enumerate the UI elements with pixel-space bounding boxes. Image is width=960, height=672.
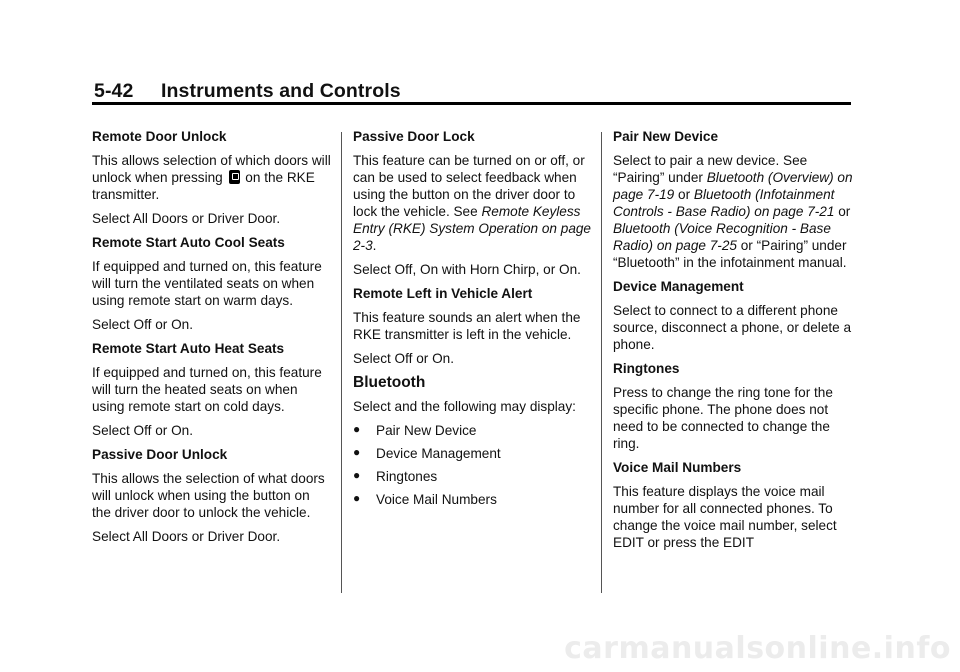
- bullet-icon: ●: [353, 422, 361, 436]
- pair-text-1: Select to pair a new device. See “Pairin…: [613, 153, 808, 185]
- passive-door-lock-text-body: This feature can be turned on or off, or…: [353, 153, 585, 219]
- voice-mail-text: This feature displays the voice mail num…: [613, 484, 837, 550]
- pair-reference-1: Bluetooth (Overview) on page 7-19: [613, 170, 853, 202]
- bullet-icon: ●: [353, 491, 361, 505]
- heading-device-management: Device Management: [613, 279, 744, 294]
- remote-door-unlock-text-part1: This allows selection of which doors wil…: [92, 153, 331, 185]
- list-item: ● Voice Mail Numbers: [353, 491, 593, 508]
- bluetooth-text: Select and the following may display:: [353, 399, 576, 414]
- list-item-label: Device Management: [376, 446, 501, 461]
- heading-voice-mail: Voice Mail Numbers: [613, 460, 742, 475]
- auto-heat-seats-text: If equipped and turned on, this feature …: [92, 365, 322, 414]
- passive-door-unlock-select: Select All Doors or Driver Door.: [92, 529, 281, 544]
- list-item: ● Pair New Device: [353, 422, 593, 439]
- heading-remote-door-unlock: Remote Door Unlock: [92, 129, 227, 144]
- passive-door-lock-select: Select Off, On with Horn Chirp, or On.: [353, 262, 581, 277]
- auto-heat-seats-select: Select Off or On.: [92, 423, 193, 438]
- auto-cool-seats-select: Select Off or On.: [92, 317, 193, 332]
- heading-passive-door-unlock: Passive Door Unlock: [92, 447, 228, 462]
- list-item: ● Ringtones: [353, 468, 593, 485]
- remote-door-unlock-text-part2: on the RKE transmitter.: [92, 170, 315, 202]
- heading-auto-cool-seats: Remote Start Auto Cool Seats: [92, 235, 285, 250]
- pair-reference-2: Bluetooth (Infotainment Controls - Base …: [613, 187, 835, 219]
- remote-door-unlock-select: Select All Doors or Driver Door.: [92, 211, 281, 226]
- remote-left-alert-text: This feature sounds an alert when the RK…: [353, 310, 581, 342]
- passive-door-unlock-text: This allows the selection of what doors …: [92, 471, 325, 520]
- pair-text-2: or: [678, 187, 691, 202]
- column-3: Pair New Device Select to pair a new dev…: [613, 128, 858, 558]
- pair-text-3: or: [838, 204, 851, 219]
- header-rule: [92, 102, 851, 105]
- heading-bluetooth: Bluetooth: [353, 374, 426, 391]
- heading-remote-left-alert: Remote Left in Vehicle Alert: [353, 286, 533, 301]
- list-item-label: Ringtones: [376, 469, 438, 484]
- pair-new-device-text: Select to pair a new device. See “Pairin…: [613, 152, 858, 271]
- ringtones-text: Press to change the ring tone for the sp…: [613, 385, 833, 451]
- bluetooth-list: ● Pair New Device ● Device Management ● Rin…: [353, 422, 593, 508]
- column-2: Passive Door Lock This feature can be tu…: [353, 128, 593, 514]
- passive-door-lock-ref-end: .: [372, 238, 377, 253]
- bullet-icon: ●: [353, 468, 361, 482]
- heading-pair-new-device: Pair New Device: [613, 129, 719, 144]
- heading-auto-heat-seats: Remote Start Auto Heat Seats: [92, 341, 285, 356]
- list-item-label: Pair New Device: [376, 423, 477, 438]
- bullet-icon: ●: [353, 445, 361, 459]
- page-header-title: 5-42 Instruments and Controls: [94, 80, 401, 102]
- heading-passive-door-lock: Passive Door Lock: [353, 129, 475, 144]
- pair-reference-3: Bluetooth (Voice Recognition - Base Radi…: [613, 221, 831, 253]
- column-divider-1: [341, 132, 342, 593]
- rke-unlock-icon: [228, 170, 240, 184]
- passive-door-lock-reference: Remote Keyless Entry (RKE) System Operat…: [353, 204, 591, 253]
- auto-cool-seats-text: If equipped and turned on, this feature …: [92, 259, 322, 308]
- heading-ringtones: Ringtones: [613, 361, 680, 376]
- device-management-text: Select to connect to a different phone s…: [613, 303, 852, 352]
- list-item-label: Voice Mail Numbers: [376, 492, 497, 507]
- remote-door-unlock-text: This allows selection of which doors wil…: [92, 152, 332, 203]
- pair-text-4: or “Pairing” under “Bluetooth” in the in…: [613, 238, 847, 270]
- watermark: carmanualsonline.info: [564, 631, 951, 666]
- list-item: ● Device Management: [353, 445, 593, 462]
- passive-door-lock-text: This feature can be turned on or off, or…: [353, 152, 593, 254]
- remote-left-alert-select: Select Off or On.: [353, 351, 454, 366]
- column-1: Remote Door Unlock This allows selection…: [92, 128, 332, 552]
- column-divider-2: [601, 132, 602, 593]
